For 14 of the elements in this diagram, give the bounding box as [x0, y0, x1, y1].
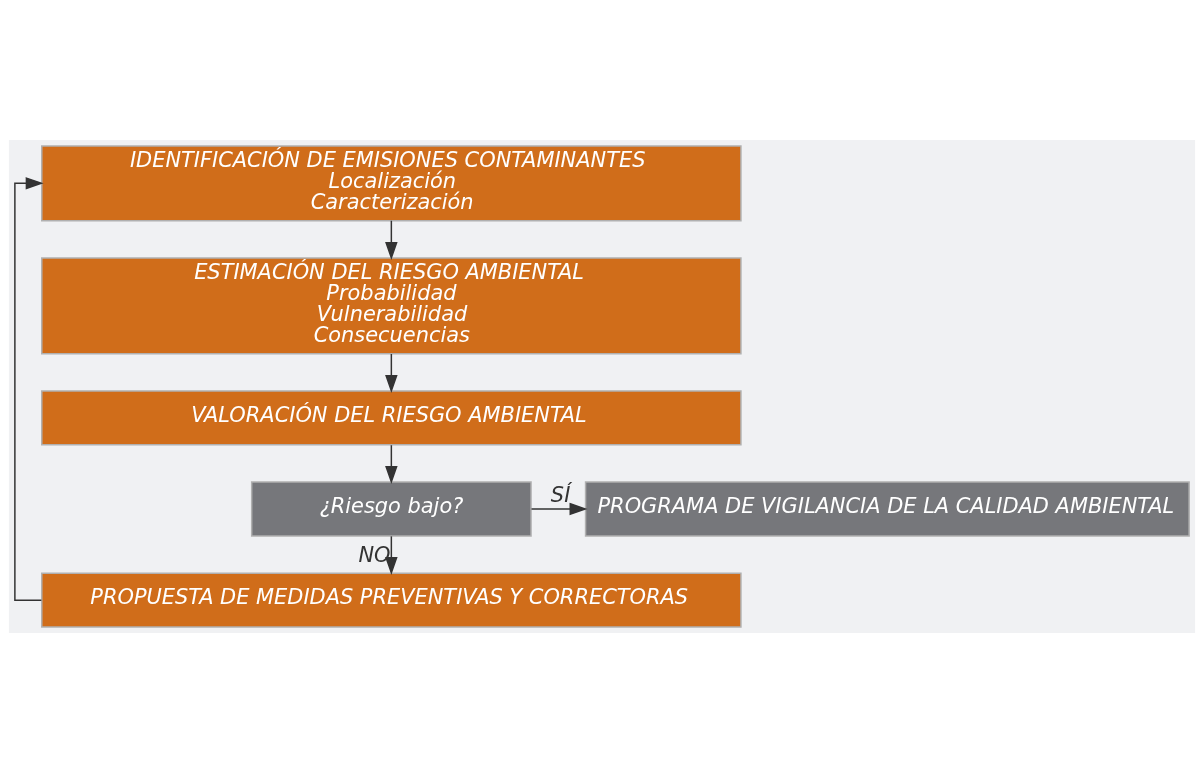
node-box: PROGRAMA DE VIGILANCIA DE LA CALIDAD AMBIENTAL	[584, 480, 1190, 537]
arrow	[385, 352, 398, 393]
node-box: PROPUESTA DE MEDIDAS PREVENTIVAS Y CORRECTORAS	[41, 572, 742, 628]
arrow	[385, 535, 398, 575]
arrow	[14, 176, 44, 601]
arrow	[530, 502, 588, 515]
node-box: ESTIMACIÓN DEL RIESGO AMBIENTAL Probabilidad Vulnerabilidad Consecuencias	[41, 256, 742, 354]
node-box: ¿Riesgo bajo?	[250, 480, 532, 537]
node-box: VALORACIÓN DEL RIESGO AMBIENTAL	[41, 389, 742, 445]
arrow	[385, 443, 398, 484]
arrow	[385, 219, 398, 260]
node-box: IDENTIFICACIÓN DE EMISIONES CONTAMINANTES Localización Caracterización	[41, 144, 742, 221]
edge-label: NO	[358, 542, 391, 567]
edge-label: SÍ	[550, 482, 571, 507]
